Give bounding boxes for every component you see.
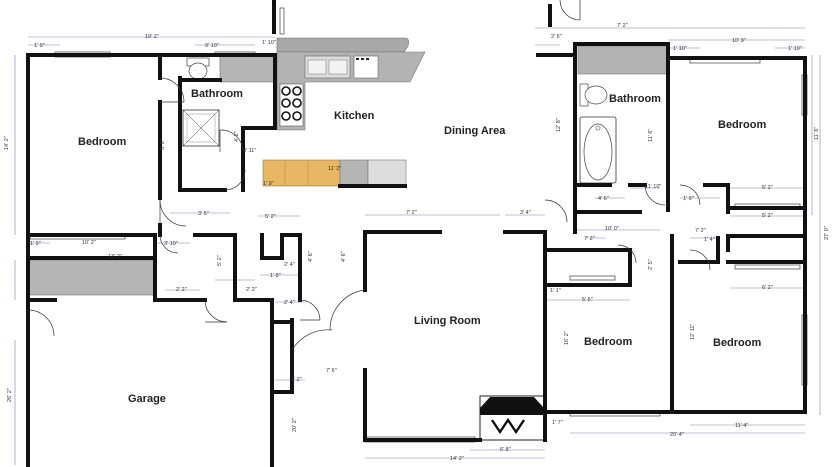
dim-label: 3' 11" [243,148,256,154]
room-label-living-room: Living Room [414,315,481,327]
dim-label: 1' 9" [30,241,41,247]
dim-label: 1' 10" [262,40,276,46]
dim-label: 2' 4" [284,300,295,306]
dim-label: 10' 9" [732,38,746,44]
dim-label: 5' 2" [762,213,773,219]
doors [27,0,711,351]
dim-label: 2' 2" [246,287,257,293]
dim-label: 16' 2" [564,331,570,345]
dim-label: 1' 4" [704,237,715,243]
dim-label: 20' 4" [670,432,684,438]
island-cabinet [367,159,407,187]
dim-label: 2' 4" [284,262,295,268]
bathroom-east-fixtures [579,83,617,184]
dim-label: 14' 2" [450,456,464,462]
dim-label: 6' 2" [762,285,773,291]
room-label-bedroom-south-2: Bedroom [713,337,762,349]
dim-label: 4' 6" [598,196,609,202]
dim-label: 12' 8" [556,118,562,132]
dim-label: 14' 2" [4,136,10,150]
dim-label: 5' 6" [160,139,166,150]
toilet-icon [584,85,608,105]
dim-label: 4' 6" [308,251,314,262]
walls [26,0,807,467]
room-label-bedroom-ne: Bedroom [718,119,767,131]
dim-label: 13' 2" [108,254,122,260]
dim-label: 1' 7" [552,420,563,426]
room-label-bedroom-nw: Bedroom [78,136,127,148]
garage-workbench [27,259,157,296]
dim-label: 1' 1" [550,288,561,294]
room-label-bathroom-east: Bathroom [609,93,661,105]
dim-label: 2' 6" [551,34,562,40]
dim-label: 11' 2" [328,166,341,172]
dim-label: 19' 2" [145,34,159,40]
counter-top [219,55,276,83]
room-label-dining-area: Dining Area [444,125,506,137]
dim-label: 11' 6" [648,129,654,142]
dim-label: 1' 10" [788,46,802,52]
toilet-icon [188,62,208,80]
dim-label: 7' 2" [584,236,595,242]
dim-label: 7' 2" [406,210,417,216]
room-label-garage: Garage [128,393,166,405]
dim-label: 4' 2" [234,131,240,142]
room-label-bedroom-south-1: Bedroom [584,336,633,348]
dim-label: 5' 2" [762,185,773,191]
room-label-bathroom-west: Bathroom [191,88,243,100]
dim-label: 11' 4" [735,423,748,429]
windows [29,7,808,443]
kitchen-fixtures [219,37,426,187]
bathroom-west-fixtures [182,57,220,147]
range-hood [276,37,409,53]
dim-label: 7' 2" [695,228,706,234]
dim-label: 7' 6" [326,368,337,374]
dim-label: 20' 2" [292,418,298,432]
dim-label: 4' 6" [341,251,347,262]
dim-label: 1' 9" [263,181,274,187]
dimension-lines [14,27,821,465]
dimension-labels: 1' 9" 19' 2" 9' 10" 1' 10" 7' 2" 10' 9" … [4,23,830,462]
dim-label: 5' 6" [582,297,593,303]
dim-label: 5' 2" [265,214,276,220]
dim-label: 3' 4" [520,210,531,216]
dim-label: 3' 5" [198,211,209,217]
dim-label: 1' 8" [270,273,281,279]
dishwasher [353,55,379,79]
kitchen-island-butcher-block [262,159,341,187]
dim-label: 10' 2" [82,240,96,246]
dim-label: 11' 6" [814,127,820,140]
vanity-counter [577,45,669,75]
dim-label: 7' 2" [617,23,628,29]
dim-label: 1' 9" [34,43,45,49]
fireplace-icon [479,395,545,441]
dim-label: 2' 2" [176,287,187,293]
dim-label: 10' 0" [605,226,619,232]
dim-label: 26' 2" [7,388,13,402]
dim-label: 5' 2" [217,255,223,266]
room-label-kitchen: Kitchen [334,110,375,122]
dim-label: 1' 10" [673,46,687,52]
dim-label: 6' 8" [500,447,511,453]
dim-label: 9' 10" [205,43,219,49]
dim-label: 2' 2" [291,377,302,383]
dim-label: 27' 0" [824,226,830,240]
dim-label: 12' 11" [690,324,696,340]
dim-label: 3' 10" [164,241,178,247]
dim-label: 11' 10" [645,184,661,190]
island-counter [339,159,369,187]
dim-label: 1' 9" [683,196,694,202]
dim-label: 2' 5" [648,259,654,270]
